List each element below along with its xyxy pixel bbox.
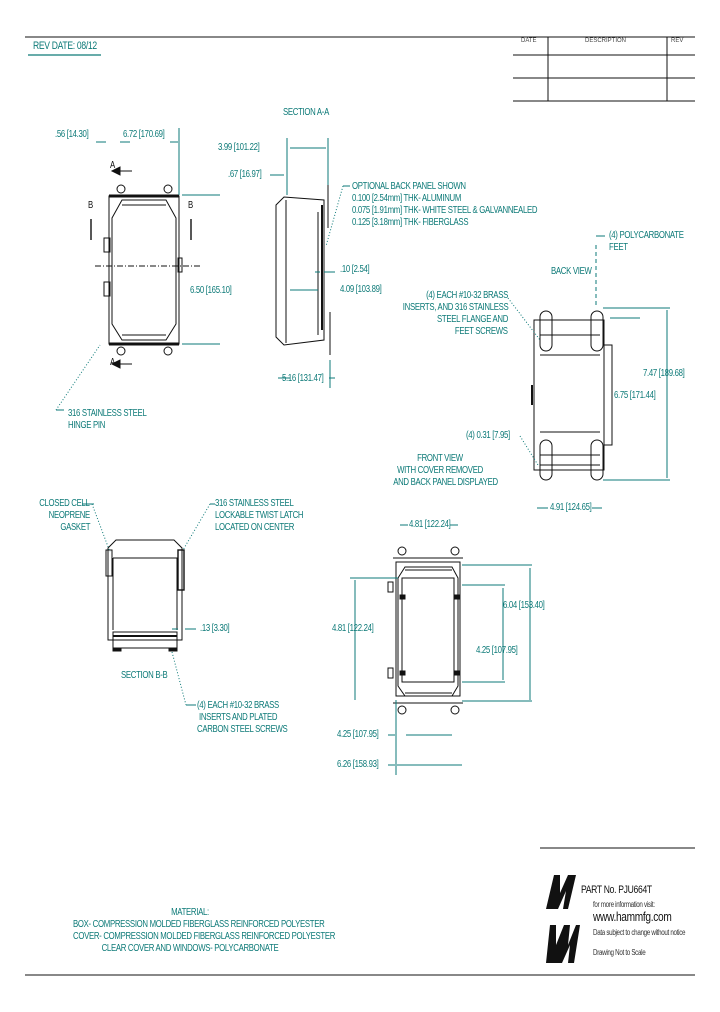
dim-back-mount-height: 6.75 [171.44] xyxy=(614,390,656,401)
note-back-inserts-1: (4) EACH #10-32 BRASS xyxy=(426,290,508,301)
dim-back-width: 4.91 [124.65] xyxy=(550,502,592,513)
front-view-caption-2: WITH COVER REMOVED xyxy=(397,465,483,476)
dim-front-outer-width: 6.26 [158.93] xyxy=(337,759,379,770)
note-hinge-pin-2: HINGE PIN xyxy=(68,420,106,431)
section-a-marker-bottom: A xyxy=(110,357,115,368)
note-back-panel-3: 0.075 [1.91mm] THK- WHITE STEEL & GALVAN… xyxy=(352,205,538,216)
note-back-panel-4: 0.125 [3.18mm] THK- FIBERGLASS xyxy=(352,217,469,228)
note-back-inserts-3: STEEL FLANGE AND xyxy=(436,314,508,325)
section-a-marker-top: A xyxy=(110,160,115,171)
revision-table: DATE DESCRIPTION REV xyxy=(513,33,693,101)
note-back-inserts-2: INSERTS, AND 316 STAINLESS xyxy=(402,302,508,313)
dim-inside-depth: 4.09 [103.89] xyxy=(340,284,382,295)
note-latch-3: LOCATED ON CENTER xyxy=(215,522,295,533)
dim-front-outer-height: 6.04 [153.40] xyxy=(503,600,545,611)
rev-table-date-header: DATE xyxy=(521,38,537,44)
note-bb-inserts-1: (4) EACH #10-32 BRASS xyxy=(197,700,279,711)
dim-front-inner-height: 4.25 [107.95] xyxy=(476,645,518,656)
dim-mount-hole: (4) 0.31 [7.95] xyxy=(466,430,510,441)
section-bb-title: SECTION B-B xyxy=(121,670,168,681)
rev-table-description-header: DESCRIPTION xyxy=(585,38,627,44)
note-latch-1: 316 STAINLESS STEEL xyxy=(215,498,294,509)
note-hinge-pin-1: 316 STAINLESS STEEL xyxy=(68,408,147,419)
website-link[interactable]: www.hammfg.com xyxy=(593,909,672,924)
material-title: MATERIAL: xyxy=(171,907,209,918)
note-bb-inserts-2: INSERTS AND PLATED xyxy=(199,712,278,723)
dim-back-overall-height: 7.47 [189.68] xyxy=(643,368,685,379)
rev-table-rev-header: REV xyxy=(671,38,684,44)
note-feet-1: (4) POLYCARBONATE xyxy=(609,230,684,241)
note-feet-2: FEET xyxy=(609,242,628,253)
note-latch-2: LOCKABLE TWIST LATCH xyxy=(215,510,304,521)
section-aa-title: SECTION A-A xyxy=(283,107,329,118)
section-b-marker-left: B xyxy=(88,200,93,211)
dim-total-depth: 5.16 [131.47] xyxy=(282,373,324,384)
part-number: PART No. PJU664T xyxy=(581,884,652,896)
note-gasket-1: CLOSED CELL xyxy=(39,498,91,509)
dim-front-left-height: 4.81 [122.24] xyxy=(332,623,374,634)
material-line-cover: COVER- COMPRESSION MOLDED FIBERGLASS REI… xyxy=(73,931,336,942)
hammond-logo-icon xyxy=(546,875,580,963)
note-gasket-2: NEOPRENE xyxy=(48,510,91,521)
note-back-panel-2: 0.100 [2.54mm] THK- ALUMINUM xyxy=(352,193,462,204)
material-line-box: BOX- COMPRESSION MOLDED FIBERGLASS REINF… xyxy=(73,919,325,930)
scale-note: Drawing Not to Scale xyxy=(593,948,646,957)
dim-hinge-offset: .56 [14.30] xyxy=(55,129,89,140)
material-line-clear-cover: CLEAR COVER AND WINDOWS- POLYCARBONATE xyxy=(101,943,279,954)
dim-front-top-width: 4.81 [122.24] xyxy=(409,519,451,530)
back-view-title: BACK VIEW xyxy=(551,266,592,277)
note-bb-inserts-3: CARBON STEEL SCREWS xyxy=(197,724,288,735)
note-back-panel-1: OPTIONAL BACK PANEL SHOWN xyxy=(352,181,466,192)
dim-front-inner-width: 4.25 [107.95] xyxy=(337,729,379,740)
info-prompt: for more information visit: xyxy=(593,900,655,909)
dim-overall-width: 6.72 [170.69] xyxy=(123,129,165,140)
note-gasket-3: GASKET xyxy=(60,522,90,533)
disclaimer: Data subject to change without notice xyxy=(593,928,686,937)
front-view-caption-1: FRONT VIEW xyxy=(417,453,463,464)
dim-panel-gap: .10 [2.54] xyxy=(340,264,370,275)
note-back-inserts-4: FEET SCREWS xyxy=(455,326,508,337)
dim-overall-depth: 3.99 [101.22] xyxy=(218,142,260,153)
dim-wall-thickness: .13 [3.30] xyxy=(200,623,230,634)
rev-date: REV DATE: 08/12 xyxy=(33,40,97,52)
dim-flange: .67 [16.97] xyxy=(228,169,262,180)
dim-overall-height: 6.50 [165.10] xyxy=(190,285,232,296)
front-view-caption-3: AND BACK PANEL DISPLAYED xyxy=(393,477,498,488)
section-b-marker-right: B xyxy=(188,200,193,211)
